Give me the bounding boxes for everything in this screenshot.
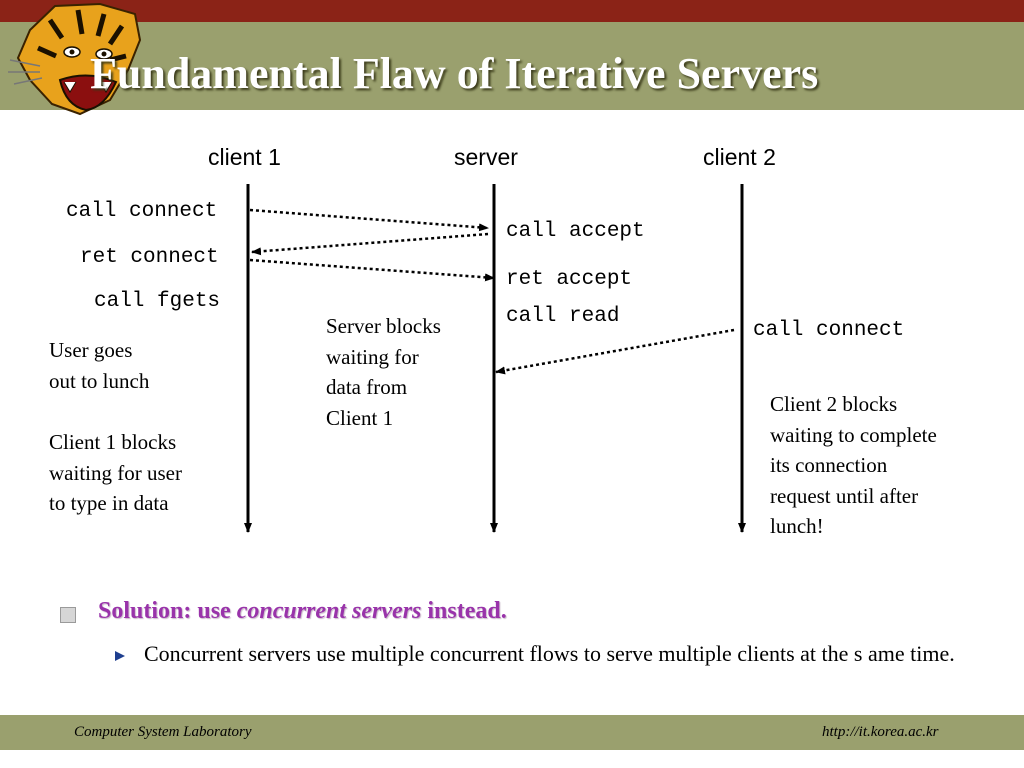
client2-connect-arrow [495, 328, 735, 375]
server-call-accept: call accept [506, 220, 645, 243]
server-call-read: call read [506, 305, 620, 328]
client1-call-connect: call connect [66, 200, 218, 223]
client1-ret-connect: ret connect [80, 246, 219, 269]
client2-call-connect: call connect [753, 319, 905, 342]
accept-reply-arrow [251, 232, 489, 256]
concurrent-detail-bullet: Concurrent servers use multiple concurre… [144, 641, 955, 666]
footer-lab-name: Computer System Laboratory [74, 724, 252, 740]
tiger-head-logo [8, 2, 142, 116]
server-label: server [454, 144, 518, 170]
client1-label: client 1 [208, 144, 281, 170]
client1-call-fgets: call fgets [94, 290, 221, 313]
slide-title: Fundamental Flaw of Iterative Servers [90, 49, 819, 98]
client1-blocks-note: Client 1 blocks waiting for user to type… [49, 430, 182, 515]
client1-lunch-note: User goes out to lunch [49, 338, 150, 393]
bullet-square-icon [60, 607, 76, 623]
bullet-triangle-icon [115, 651, 125, 661]
server-blocks-note: Server blocks waiting for data from Clie… [326, 314, 441, 430]
server-ret-accept: ret accept [506, 268, 633, 291]
footer-url: http://it.korea.ac.kr [822, 724, 939, 740]
footer-bar [0, 718, 1024, 750]
client2-label: client 2 [703, 144, 776, 170]
ack-arrow [249, 258, 495, 282]
solution-bullet: Solution: use concurrent servers instead… [98, 598, 507, 624]
top-stripe [0, 0, 1024, 22]
solution-emphasis: concurrent servers [236, 598, 422, 624]
footer-divider [0, 715, 1024, 718]
connect-request-arrow [249, 208, 489, 232]
title-bar [0, 22, 1024, 110]
client2-blocks-note: Client 2 blocks waiting to complete its … [770, 392, 937, 538]
